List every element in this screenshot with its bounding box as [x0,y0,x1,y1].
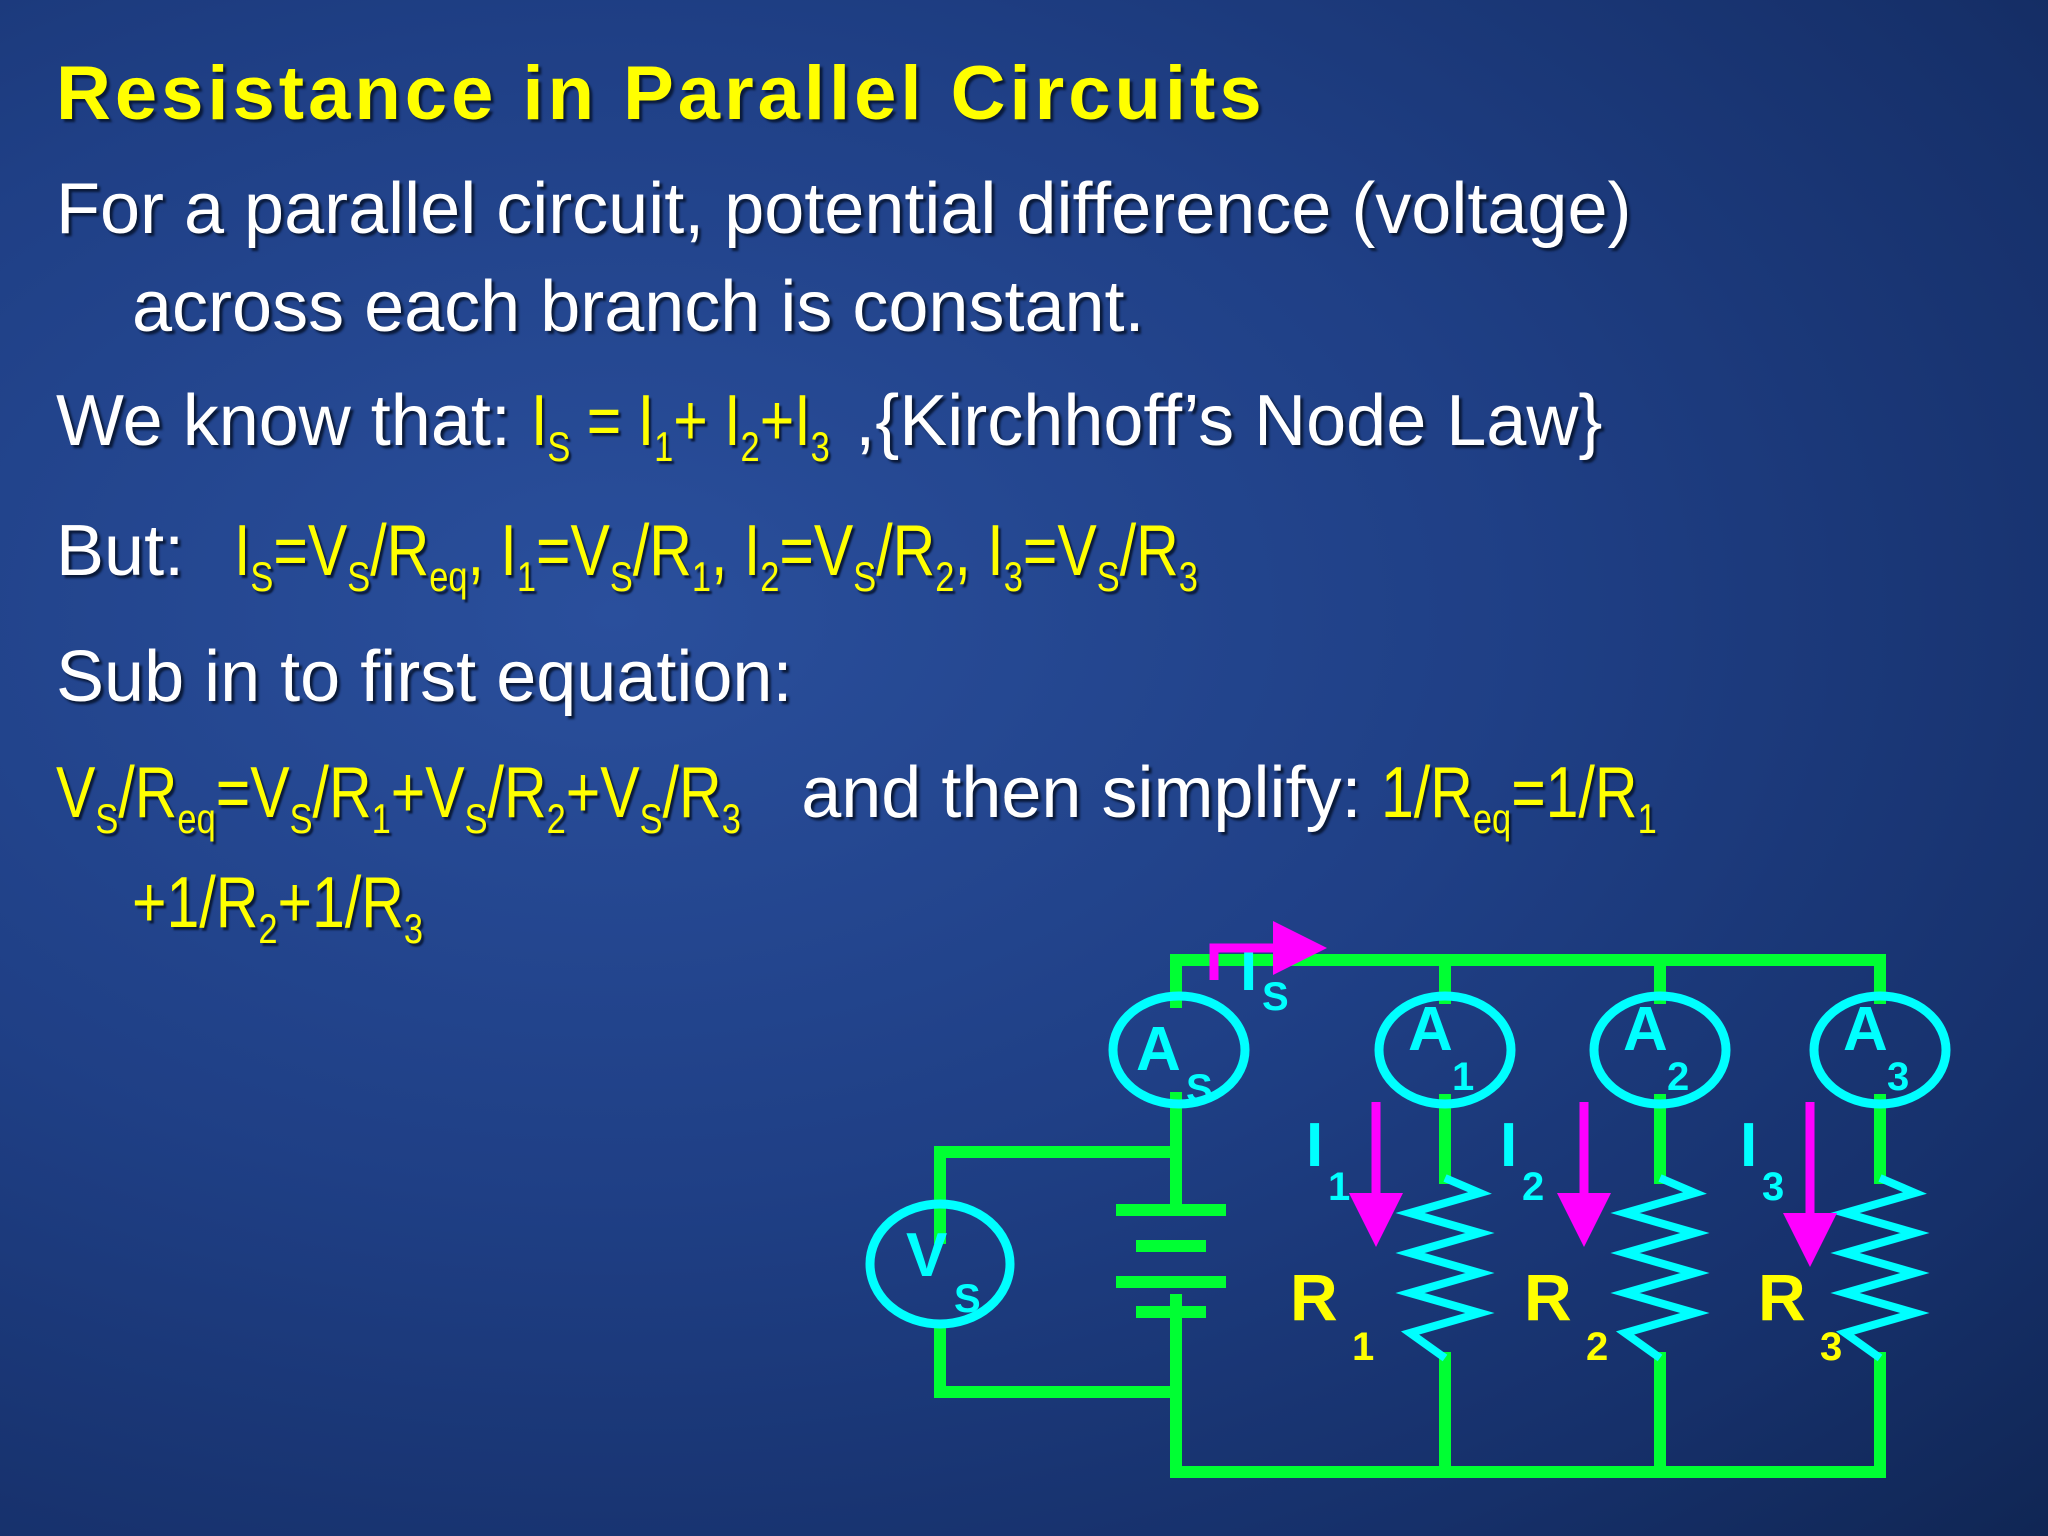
current-i3-letter: I [1740,1111,1757,1180]
ammeter-as-letter: A [1136,1015,1181,1084]
reciprocal-equation-part-2: +1/R2+1/R3 [132,863,424,952]
current-i1-letter: I [1306,1111,1323,1180]
but-label: But: [56,511,185,591]
battery-icon [1116,1204,1226,1318]
kirchhoff-suffix: ,{Kirchhoff’s Node Law} [855,381,1603,461]
resistor-r3-icon [1830,1174,1930,1362]
ammeter-a2-letter: A [1623,995,1668,1064]
ohm-equations: IS=VS/Req, I1=VS/R1, I2=VS/R2, I3=VS/R3 [234,511,1198,600]
kirchhoff-line: We know that: IS = I1+ I2+I3 ,{Kirchhoff’… [56,380,1603,470]
ammeter-as-icon [1108,991,1250,1109]
resistor-r2-sub: 2 [1586,1325,1608,1369]
ammeter-as-sub: S [1186,1067,1213,1111]
ammeter-a2-sub: 2 [1667,1055,1689,1099]
resistor-r3-letter: R [1758,1260,1806,1334]
current-is-sub: S [1262,975,1289,1019]
current-i1-sub: 1 [1328,1165,1350,1209]
reciprocal-equation-part-1: 1/Req=1/R1 [1381,753,1658,842]
wires [934,954,1886,1478]
substituted-line: VS/Req=VS/R1+VS/R2+VS/R3 and then simpli… [56,752,1718,842]
voltmeter-sub: S [954,1277,981,1321]
but-line: But: IS=VS/Req, I1=VS/R1, I2=VS/R2, I3=V… [56,510,1410,600]
paragraph-1-line-1: For a parallel circuit, potential differ… [56,169,1632,249]
ammeter-a2-icon [1589,991,1731,1109]
paragraph-1-line-2: across each branch is constant. [132,267,1145,347]
resistor-r1-letter: R [1290,1260,1338,1334]
ammeter-a3-icon [1809,991,1951,1109]
slide-title: Resistance in Parallel Circuits [56,51,1266,136]
reciprocal-line-2: +1/R2+1/R3 [132,862,487,952]
resistor-r3-sub: 3 [1820,1325,1842,1369]
current-i2-sub: 2 [1522,1165,1544,1209]
substituted-equation: VS/Req=VS/R1+VS/R2+VS/R3 [56,753,741,842]
ammeter-a1-letter: A [1408,995,1453,1064]
kirchhoff-prefix: We know that: [56,381,531,461]
current-i3-sub: 3 [1762,1165,1784,1209]
resistor-r2-icon [1610,1174,1710,1362]
ammeter-a1-sub: 1 [1452,1055,1474,1099]
ammeter-a3-sub: 3 [1887,1055,1909,1099]
voltmeter-letter: V [906,1221,947,1290]
voltmeter-icon [865,1199,1015,1329]
substitute-line: Sub in to first equation: [56,637,793,717]
ammeter-a3-letter: A [1843,995,1888,1064]
resistor-r2-letter: R [1524,1260,1572,1334]
parallel-circuit-diagram: A S A 1 A 2 A 3 V S I S I 1 I 2 I 3 R 1 … [865,921,1951,1478]
kirchhoff-equation: IS = I1+ I2+I3 [530,381,830,470]
resistor-r1-sub: 1 [1352,1325,1374,1369]
current-is-arrow-icon [1209,921,1327,980]
current-i2-letter: I [1500,1111,1517,1180]
resistor-r1-icon [1395,1174,1495,1362]
ammeter-a1-icon [1374,991,1516,1109]
simplify-text: and then simplify: [781,753,1382,833]
